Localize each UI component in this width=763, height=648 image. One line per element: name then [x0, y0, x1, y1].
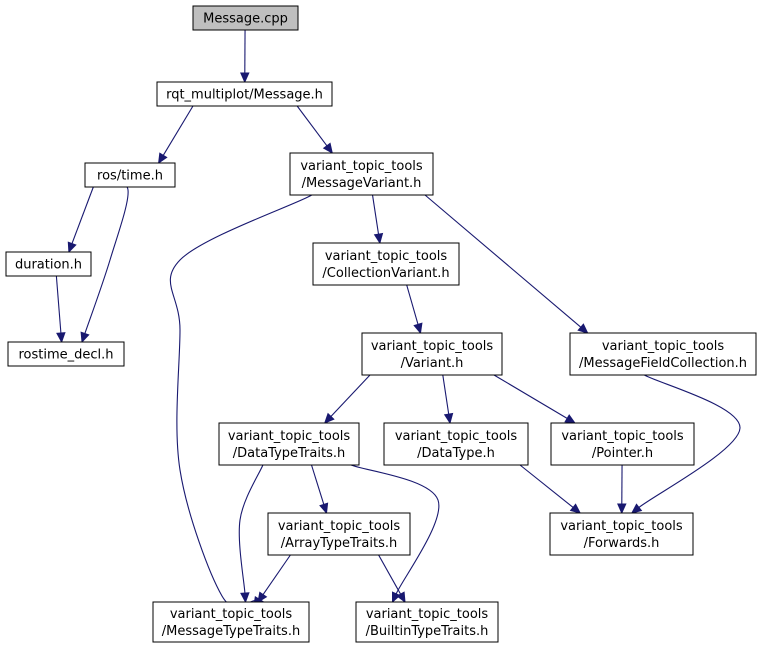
arrowhead-rostime_decl_h	[56, 332, 66, 344]
node-array-type-traits-h[interactable]: variant_topic_tools/ArrayTypeTraits.h	[267, 512, 411, 556]
node-box[interactable]	[355, 601, 499, 643]
edge-ros_time_h-to-duration_h	[71, 186, 94, 244]
node-label: /MessageTypeTraits.h	[162, 624, 300, 639]
arrowhead-ros_time_h	[157, 152, 168, 165]
node-variant-h[interactable]: variant_topic_tools/Variant.h	[361, 332, 503, 376]
node-box[interactable]	[5, 251, 92, 277]
node-label: Message.cpp	[203, 12, 288, 27]
node-box[interactable]	[361, 332, 503, 376]
edge-message_variant_h-to-message_field_collection_h	[424, 194, 582, 328]
node-label: rostime_decl.h	[18, 348, 113, 363]
edge-data_type_h-to-forwards_h	[519, 464, 574, 508]
node-box[interactable]	[7, 341, 125, 367]
node-label: /CollectionVariant.h	[322, 266, 449, 281]
node-label: variant_topic_tools	[170, 607, 293, 622]
edge-message_field_collection_h-to-forwards_h	[638, 374, 741, 508]
arrowhead-data_type_traits_h	[323, 412, 335, 424]
node-label: variant_topic_tools	[602, 339, 725, 354]
edge-data_type_traits_h-to-message_type_traits_h	[238, 464, 264, 594]
node-box[interactable]	[218, 422, 360, 466]
node-label: ros/time.h	[97, 169, 163, 184]
node-label: variant_topic_tools	[325, 249, 448, 264]
node-label: /Pointer.h	[592, 446, 653, 461]
node-label: duration.h	[15, 258, 82, 273]
nodes-layer: Message.cpp rqt_multiplot/Message.h ros/ti…	[5, 5, 757, 643]
arrowhead-forwards_h	[569, 503, 582, 514]
node-pointer-h[interactable]: variant_topic_tools/Pointer.h	[550, 422, 695, 466]
arrowhead-rostime_decl_h	[80, 331, 90, 344]
node-label: /Variant.h	[401, 356, 464, 371]
arrowhead-array_type_traits_h	[319, 502, 329, 515]
node-label: /DataType.h	[417, 446, 495, 461]
node-message-cpp[interactable]: Message.cpp	[192, 5, 299, 31]
node-label: /MessageFieldCollection.h	[579, 356, 747, 371]
node-box[interactable]	[569, 332, 757, 376]
node-rqt-message-h[interactable]: rqt_multiplot/Message.h	[156, 81, 333, 107]
node-ros-time-h[interactable]: ros/time.h	[84, 162, 176, 188]
edge-message_variant_h-to-message_type_traits_h	[169, 190, 319, 608]
node-box[interactable]	[156, 81, 333, 107]
node-collection-variant-h[interactable]: variant_topic_tools/CollectionVariant.h	[312, 242, 460, 286]
arrowhead-rqt_message_h	[240, 72, 250, 84]
arrowhead-variant_h	[413, 322, 423, 335]
node-builtin-type-traits-h[interactable]: variant_topic_tools/BuiltinTypeTraits.h	[355, 601, 499, 643]
edge-variant_h-to-data_type_traits_h	[330, 374, 371, 417]
node-duration-h[interactable]: duration.h	[5, 251, 92, 277]
node-box[interactable]	[312, 242, 460, 286]
arrowhead-message_field_collection_h	[577, 323, 589, 334]
arrowhead-message_variant_h	[322, 142, 333, 154]
node-message-type-traits-h[interactable]: variant_topic_tools/MessageTypeTraits.h	[152, 601, 310, 643]
node-data-type-h[interactable]: variant_topic_tools/DataType.h	[383, 422, 529, 466]
arrowhead-collection_variant_h	[373, 232, 384, 245]
edge-variant_h-to-data_type_h	[442, 374, 450, 415]
node-data-type-traits-h[interactable]: variant_topic_tools/DataTypeTraits.h	[218, 422, 360, 466]
node-box[interactable]	[383, 422, 529, 466]
edge-array_type_traits_h-to-builtin_type_traits_h	[378, 554, 402, 595]
arrowhead-builtin_type_traits_h	[392, 591, 401, 604]
node-box[interactable]	[152, 601, 310, 643]
node-label: variant_topic_tools	[300, 159, 423, 174]
node-rostime-decl-h[interactable]: rostime_decl.h	[7, 341, 125, 367]
node-label: /ArrayTypeTraits.h	[281, 536, 397, 551]
arrowhead-forwards_h	[630, 503, 643, 514]
edge-message_variant_h-to-collection_variant_h	[371, 194, 380, 235]
node-label: rqt_multiplot/Message.h	[166, 88, 323, 103]
node-label: variant_topic_tools	[228, 429, 351, 444]
edge-collection_variant_h-to-variant_h	[406, 284, 419, 325]
node-message-variant-h[interactable]: variant_topic_tools/MessageVariant.h	[289, 152, 434, 196]
node-box[interactable]	[550, 422, 695, 466]
edge-array_type_traits_h-to-message_type_traits_h	[262, 554, 291, 595]
node-label: variant_topic_tools	[366, 607, 489, 622]
node-label: variant_topic_tools	[371, 339, 494, 354]
arrowhead-data_type_h	[443, 412, 454, 425]
node-label: /BuiltinTypeTraits.h	[366, 624, 489, 639]
arrowhead-pointer_h	[564, 414, 576, 424]
edge-rqt_message_h-to-ros_time_h	[162, 105, 194, 156]
arrowhead-builtin_type_traits_h	[396, 591, 406, 604]
edge-data_type_traits_h-to-array_type_traits_h	[310, 464, 325, 505]
node-label: /MessageVariant.h	[302, 176, 422, 191]
edge-variant_h-to-pointer_h	[493, 374, 568, 419]
node-label: variant_topic_tools	[395, 429, 518, 444]
node-label: /DataTypeTraits.h	[233, 446, 345, 461]
edge-data_type_traits_h-to-builtin_type_traits_h	[350, 464, 440, 595]
node-label: variant_topic_tools	[561, 429, 684, 444]
arrowhead-message_type_traits_h	[240, 592, 250, 604]
edge-rqt_message_h-to-message_variant_h	[296, 105, 328, 147]
node-box[interactable]	[267, 512, 411, 556]
node-label: variant_topic_tools	[560, 519, 683, 534]
edge-duration_h-to-rostime_decl_h	[55, 275, 62, 334]
node-box[interactable]	[84, 162, 176, 188]
arrowhead-forwards_h	[617, 503, 627, 515]
node-label: /Forwards.h	[584, 536, 660, 551]
node-label: variant_topic_tools	[278, 519, 401, 534]
arrowhead-duration_h	[67, 241, 77, 254]
node-box[interactable]	[289, 152, 434, 196]
node-box[interactable]	[549, 512, 694, 556]
node-forwards-h[interactable]: variant_topic_tools/Forwards.h	[549, 512, 694, 556]
arrowhead-message_type_traits_h	[257, 591, 268, 604]
node-message-field-collection-h[interactable]: variant_topic_tools/MessageFieldCollecti…	[569, 332, 757, 376]
node-box[interactable]	[192, 5, 299, 31]
